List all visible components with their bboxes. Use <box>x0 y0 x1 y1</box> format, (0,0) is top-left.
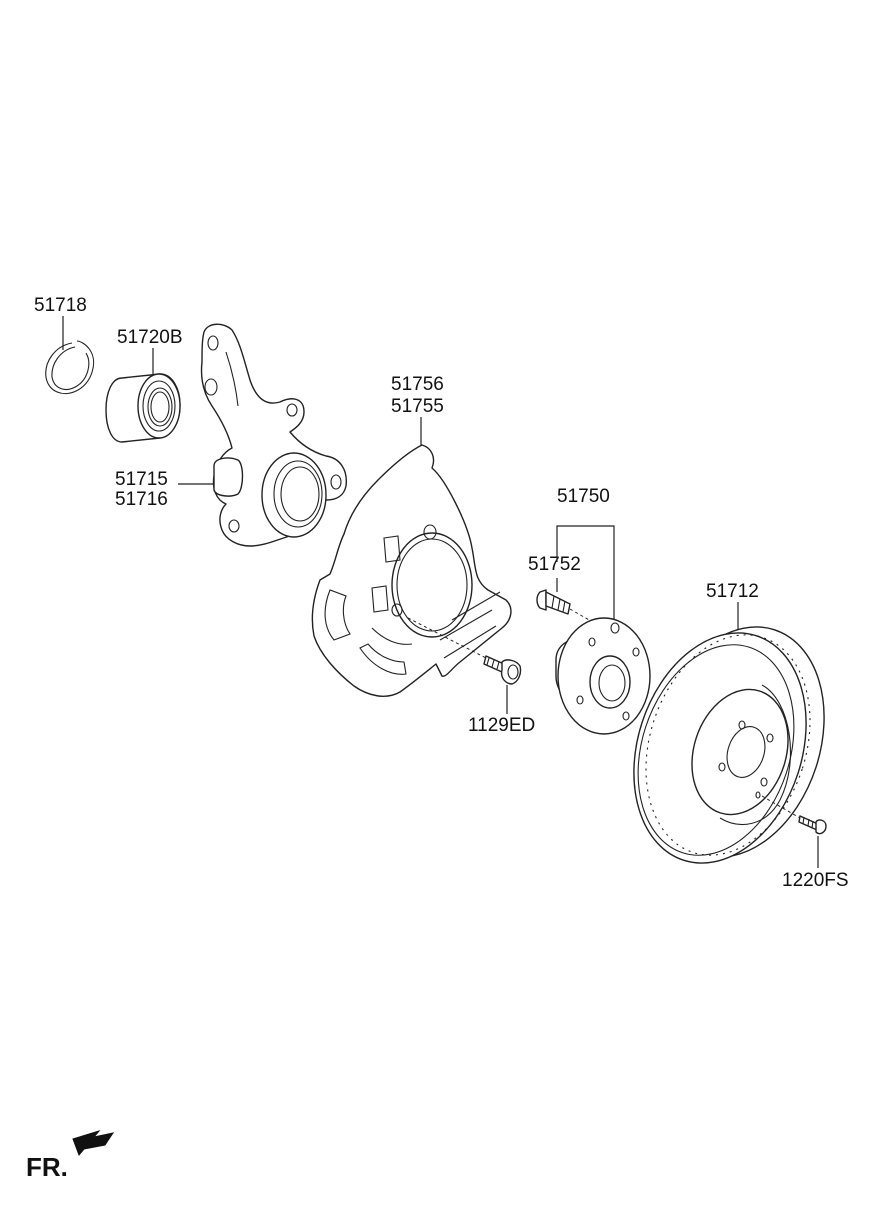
label-snap-ring: 51718 <box>34 295 87 316</box>
hub-bolt-part <box>536 589 597 625</box>
front-direction-indicator: FR. <box>26 1130 115 1182</box>
disc-part <box>633 626 825 864</box>
label-bearing: 51720B <box>117 327 183 348</box>
label-hub-assy: 51750 <box>557 486 610 507</box>
leader-lines <box>62 316 819 868</box>
label-cover-bolt: 1129ED <box>468 715 535 736</box>
hub-assy-part <box>555 617 651 735</box>
front-label: FR. <box>26 1152 68 1182</box>
label-dust-cover-left: 51756 <box>391 374 444 395</box>
cover-bolt-part <box>483 655 522 685</box>
label-disc: 51712 <box>706 581 759 602</box>
label-dust-cover-right: 51755 <box>391 396 444 417</box>
bearing-part <box>105 373 181 443</box>
knuckle-part <box>200 323 347 547</box>
label-knuckle-left: 51715 <box>115 469 168 490</box>
label-hub-bolt: 51752 <box>528 554 581 575</box>
snap-ring-part <box>45 340 95 395</box>
label-knuckle-right: 51716 <box>115 489 168 510</box>
front-arrow-icon <box>72 1130 115 1156</box>
label-disc-screw: 1220FS <box>782 870 849 891</box>
dust-cover-part <box>311 444 512 697</box>
disc-screw-part <box>798 815 827 835</box>
